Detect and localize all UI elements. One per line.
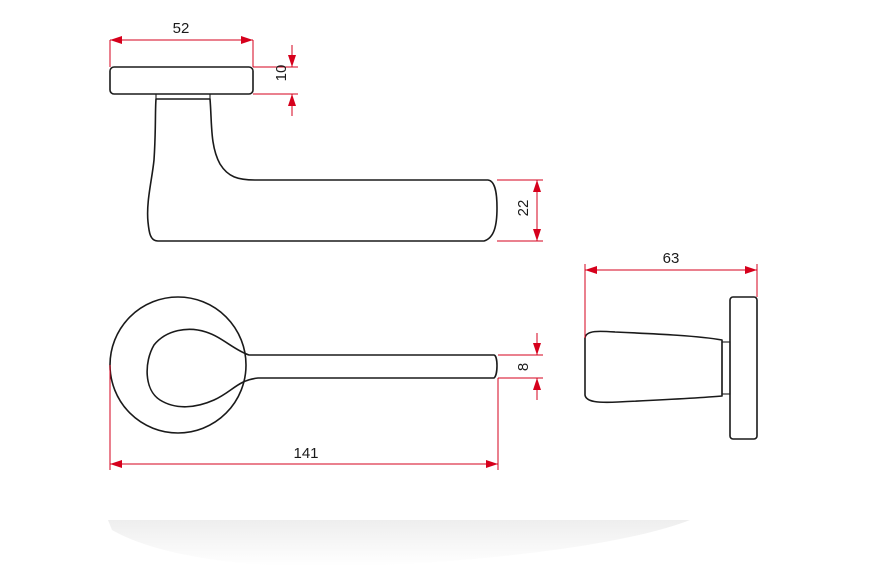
lever-end-profile	[584, 330, 723, 404]
floor-shadow	[108, 520, 690, 567]
dimension-projection: 63	[584, 250, 758, 338]
dim-label-rose-thickness: 10	[273, 65, 290, 82]
end-view	[584, 296, 758, 440]
rose-edge	[729, 296, 758, 440]
dim-label-rose-width: 52	[173, 20, 190, 37]
lever-side-profile	[146, 98, 498, 242]
dim-label-lever-length: 141	[293, 445, 318, 462]
dimension-lever-thickness: 8	[498, 333, 543, 400]
dimension-lever-length: 141	[109, 365, 499, 470]
rose-top	[109, 296, 247, 434]
dim-label-projection: 63	[663, 250, 680, 267]
dim-label-lever-thickness: 8	[515, 363, 532, 371]
dimension-rose-thickness: 10	[253, 45, 298, 116]
dimension-rose-width: 52	[109, 20, 254, 67]
lever-top-outline	[146, 328, 498, 408]
dim-label-lever-height: 22	[515, 200, 532, 217]
end-neck	[721, 341, 731, 395]
top-view	[109, 296, 498, 434]
dimension-lever-height: 22	[497, 179, 543, 242]
rose-side	[109, 66, 254, 95]
side-view	[109, 66, 498, 242]
